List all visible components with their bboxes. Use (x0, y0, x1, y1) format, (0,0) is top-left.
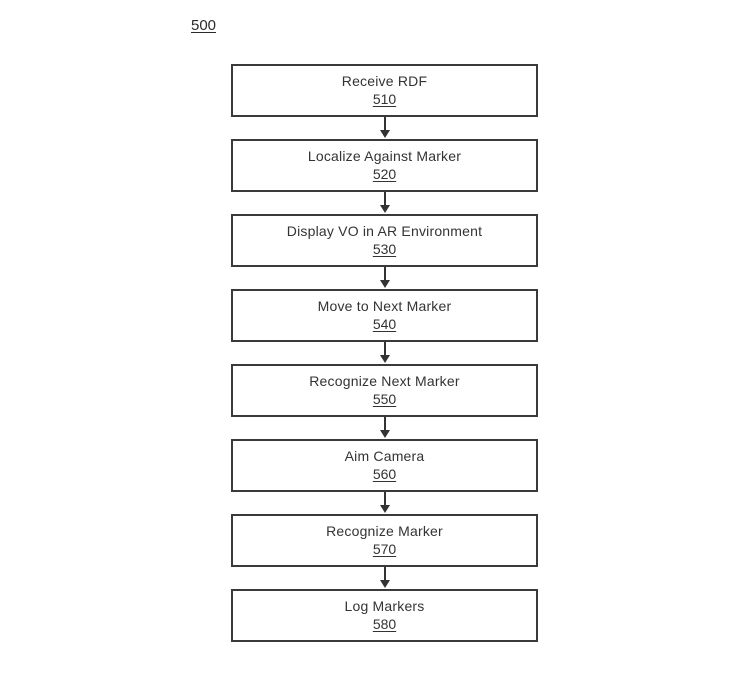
step-label: Log Markers (344, 598, 425, 614)
flow-step-receive-rdf: Receive RDF 510 (231, 64, 538, 117)
down-arrow-icon (383, 192, 386, 206)
down-arrow (231, 492, 538, 514)
down-arrow-icon (383, 342, 386, 356)
step-ref-number: 530 (372, 241, 397, 257)
step-label: Receive RDF (341, 73, 428, 89)
flow-step-localize-against-marker: Localize Against Marker 520 (231, 139, 538, 192)
flow-step-move-to-next-marker: Move to Next Marker 540 (231, 289, 538, 342)
flowchart-column: Receive RDF 510 Localize Against Marker … (231, 64, 538, 642)
flow-step-log-markers: Log Markers 580 (231, 589, 538, 642)
down-arrow-icon (383, 417, 386, 431)
figure-number-label: 500 (191, 17, 217, 34)
step-label: Move to Next Marker (317, 298, 452, 314)
step-label: Recognize Marker (326, 523, 443, 539)
step-ref-number: 520 (372, 166, 397, 182)
down-arrow (231, 567, 538, 589)
down-arrow-icon (383, 492, 386, 506)
step-label: Aim Camera (344, 448, 425, 464)
step-ref-number: 550 (372, 391, 397, 407)
down-arrow (231, 417, 538, 439)
down-arrow (231, 117, 538, 139)
down-arrow (231, 267, 538, 289)
step-label: Display VO in AR Environment (286, 223, 483, 239)
down-arrow-icon (383, 117, 386, 131)
step-label: Localize Against Marker (307, 148, 462, 164)
down-arrow (231, 192, 538, 214)
step-ref-number: 540 (372, 316, 397, 332)
step-ref-number: 510 (372, 91, 397, 107)
down-arrow (231, 342, 538, 364)
flow-step-display-vo-in-ar: Display VO in AR Environment 530 (231, 214, 538, 267)
step-ref-number: 570 (372, 541, 397, 557)
step-label: Recognize Next Marker (309, 373, 460, 389)
step-ref-number: 580 (372, 616, 397, 632)
flow-step-recognize-marker: Recognize Marker 570 (231, 514, 538, 567)
flow-step-recognize-next-marker: Recognize Next Marker 550 (231, 364, 538, 417)
flow-step-aim-camera: Aim Camera 560 (231, 439, 538, 492)
down-arrow-icon (383, 567, 386, 581)
step-ref-number: 560 (372, 466, 397, 482)
down-arrow-icon (383, 267, 386, 281)
